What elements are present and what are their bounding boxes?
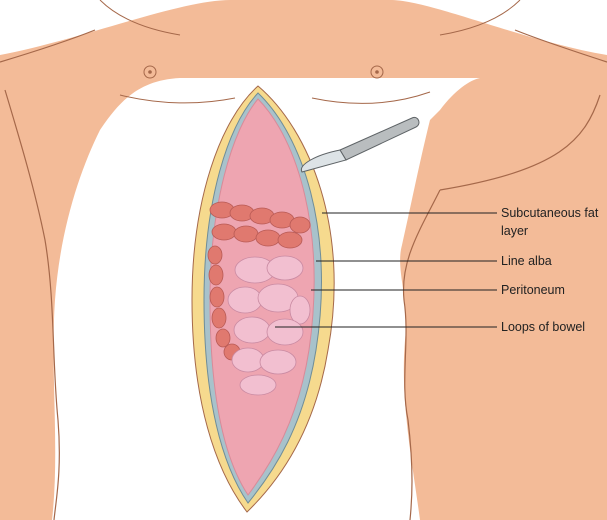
body-outline-left bbox=[0, 29, 96, 520]
scalpel-icon bbox=[300, 116, 420, 173]
collar-right bbox=[439, 0, 521, 36]
label-linea-alba: Line alba bbox=[501, 254, 552, 268]
label-subcutaneous-fat-layer: Subcutaneous fat layer bbox=[501, 206, 599, 238]
collar-left bbox=[99, 0, 181, 36]
nipple-right bbox=[370, 65, 384, 79]
chest-line-right bbox=[311, 91, 431, 104]
small-bowel-loops bbox=[227, 255, 311, 396]
large-bowel bbox=[207, 201, 311, 361]
body-outline-right bbox=[402, 29, 607, 520]
label-loops-of-bowel: Loops of bowel bbox=[501, 320, 586, 334]
chest-line-left bbox=[119, 94, 236, 104]
nipple-left bbox=[143, 65, 157, 79]
label-peritoneum: Peritoneum bbox=[501, 283, 565, 297]
